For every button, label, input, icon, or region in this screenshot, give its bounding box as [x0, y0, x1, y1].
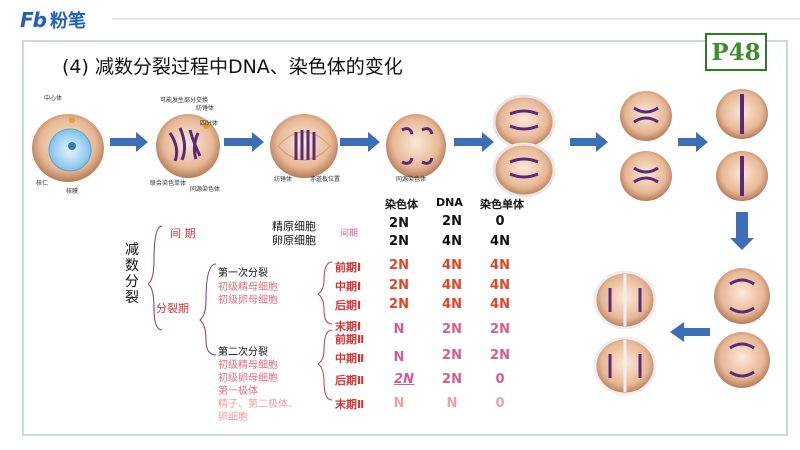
t2-chromosome: N	[393, 396, 405, 411]
label-crossing-over: 可能发生部分交换	[160, 97, 209, 104]
cell-anaphase1	[386, 114, 446, 178]
cell-telophase1	[492, 94, 556, 198]
label-tetrad: 四分体	[200, 120, 219, 127]
label-first-division: 第一次分裂	[218, 268, 268, 279]
slide-title: (4) 减数分裂过程中DNA、染色体的变化	[62, 56, 403, 78]
a2-dna: 2N	[442, 372, 462, 387]
slide-frame	[22, 40, 788, 436]
p1-chromosome: 2N	[389, 258, 409, 273]
cell-prophase2-pair	[620, 91, 672, 201]
cell-metaphase1	[270, 114, 338, 178]
t1-chromosome: N	[393, 322, 405, 337]
arrow-right-icon	[340, 132, 380, 152]
label-interphase-small: 间期	[340, 229, 359, 239]
page-badge: P48	[705, 33, 767, 71]
interphase-dna-top: 2N	[442, 214, 462, 229]
interphase-chromatid-bottom: 4N	[490, 234, 510, 249]
label-secondary-cells-1: 初级精母细胞	[218, 360, 278, 371]
header-chromosome: 染色体	[385, 198, 418, 211]
label-division: 分裂期	[156, 302, 189, 315]
cell-telophase2-pair	[593, 270, 657, 396]
header-divider	[112, 18, 800, 20]
phase-prophase2: 前期Ⅱ	[335, 333, 365, 346]
label-meiosis: 减数分裂	[125, 242, 139, 306]
m2-dna: 2N	[442, 348, 462, 363]
label-primary-oocyte: 初级卵母细胞	[218, 295, 278, 306]
m2-chromosome: N	[393, 350, 405, 365]
phase-telophase2: 末期Ⅱ	[335, 398, 365, 411]
interphase-chromatid-top: 0	[495, 214, 505, 229]
header-dna: DNA	[436, 196, 463, 209]
phase-anaphase2: 后期Ⅱ	[335, 374, 365, 387]
phase-metaphase2: 中期Ⅱ	[335, 352, 365, 365]
label-first-polar-body: 第一极体	[218, 386, 258, 397]
m2-chromatid: 2N	[490, 348, 510, 363]
arrow-right-icon	[110, 132, 148, 152]
arrow-right-icon	[678, 132, 708, 152]
t1-chromatid: 2N	[490, 322, 510, 337]
phase-prophase1: 前期Ⅰ	[335, 261, 362, 274]
label-homologous-2: 同源染色体	[396, 176, 427, 183]
bracket-lines	[148, 225, 333, 401]
label-interphase: 间 期	[170, 227, 196, 240]
arrow-left-icon	[670, 322, 710, 342]
cell-interphase	[32, 114, 104, 182]
m1-dna: 4N	[442, 278, 462, 293]
phase-telophase1: 末期Ⅰ	[335, 320, 362, 333]
label-centriole: 中心体	[44, 95, 63, 102]
arrow-down-icon	[730, 212, 754, 250]
label-nuclear-membrane: 核膜	[66, 188, 79, 195]
a1-dna: 4N	[442, 297, 462, 312]
label-second-division: 第二次分裂	[218, 347, 268, 358]
interphase-dna-bottom: 4N	[442, 234, 462, 249]
label-spindle: 纺锤体	[196, 105, 215, 112]
header-chromatid: 染色单体	[480, 198, 524, 211]
label-oogonium: 卵原细胞	[272, 234, 316, 247]
arrow-right-icon	[454, 132, 494, 152]
p1-chromatid: 4N	[490, 258, 510, 273]
label-spindle-2: 纺锤体	[274, 176, 293, 183]
cell-prophase1	[156, 114, 220, 178]
a2-chromosome: 2N	[394, 372, 414, 387]
label-homolog-pair: 联会染色单体	[150, 180, 187, 187]
label-equator: 赤道板位置	[310, 176, 341, 183]
label-spermatogonium: 精原细胞	[272, 220, 316, 233]
phase-anaphase1: 后期Ⅰ	[335, 299, 362, 312]
label-primary-spermatocyte: 初级精母细胞	[218, 282, 278, 293]
t2-chromatid: 0	[495, 396, 505, 411]
logo-text: 粉笔	[49, 11, 86, 32]
cell-metaphase2-pair	[716, 89, 768, 201]
meiosis-diagram	[32, 89, 770, 396]
m1-chromatid: 4N	[490, 278, 510, 293]
p1-dna: 4N	[442, 258, 462, 273]
label-homologous: 同源染色体	[190, 186, 221, 193]
interphase-chromosome-top: 2N	[389, 216, 409, 231]
arrow-right-icon	[224, 132, 264, 152]
top-bar	[0, 0, 800, 40]
t1-dna: 2N	[442, 322, 462, 337]
t2-dna: N	[446, 396, 458, 411]
arrow-right-icon	[570, 132, 608, 152]
interphase-chromosome-bottom: 2N	[389, 234, 409, 249]
label-nucleolus: 核仁	[36, 180, 49, 187]
logo-mark: Fb	[20, 8, 47, 32]
m1-chromosome: 2N	[389, 278, 409, 293]
brand-logo: Fb 粉笔	[20, 8, 130, 32]
a1-chromosome: 2N	[389, 297, 409, 312]
label-sperm-polar-body: 精子、第二极体、	[218, 399, 298, 410]
cell-anaphase2-pair	[714, 268, 770, 388]
a2-chromatid: 0	[495, 372, 505, 387]
label-egg-cell: 卵细胞	[218, 412, 248, 423]
label-secondary-cells-2: 初级卵母细胞	[218, 373, 278, 384]
phase-metaphase1: 中期Ⅰ	[335, 280, 362, 293]
a1-chromatid: 4N	[490, 297, 510, 312]
